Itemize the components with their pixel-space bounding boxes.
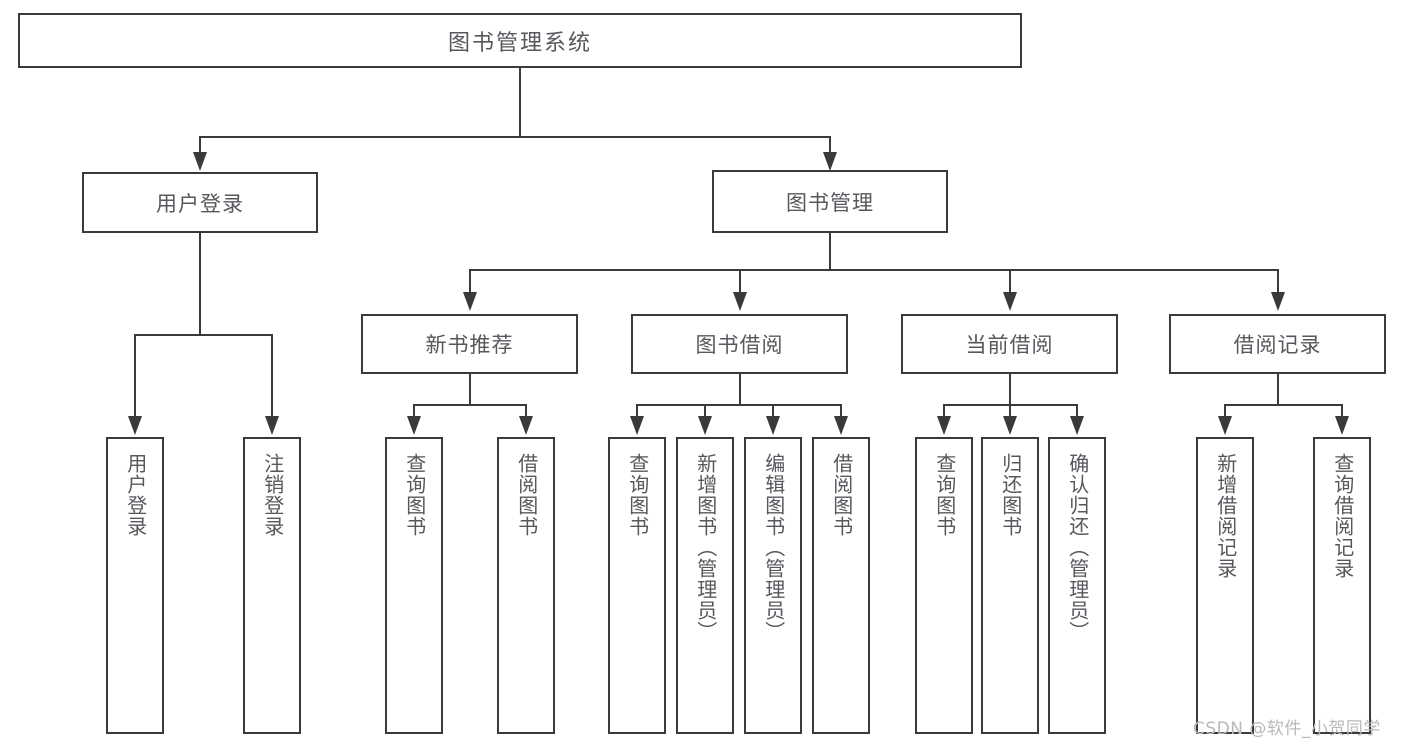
node-new-book-recommend[interactable]: 新书推荐 bbox=[361, 314, 578, 374]
connector-new-book-leaf1 bbox=[413, 404, 415, 420]
arrowhead-current-borrow bbox=[1003, 292, 1017, 311]
leaf-label: 查询图书 bbox=[402, 453, 427, 537]
node-book-manage[interactable]: 图书管理 bbox=[712, 170, 948, 233]
arrowhead-user-login bbox=[193, 152, 207, 171]
leaf-label: 查询借阅记录 bbox=[1330, 453, 1355, 579]
node-label: 用户登录 bbox=[156, 191, 244, 216]
connector-level2-bar bbox=[199, 136, 831, 138]
connector-new-book-bar bbox=[413, 404, 527, 406]
arrowhead-book-borrow bbox=[733, 292, 747, 311]
leaf-add-record[interactable]: 新增借阅记录 bbox=[1196, 437, 1254, 734]
leaf-label: 查询图书 bbox=[625, 453, 650, 537]
leaf-borrow-book-2[interactable]: 借阅图书 bbox=[812, 437, 870, 734]
connector-borrow-record-stem bbox=[1277, 374, 1279, 406]
arrowhead-leaf-query-book-1 bbox=[407, 416, 421, 435]
node-label: 图书管理 bbox=[786, 190, 874, 215]
connector-user-login-bar bbox=[134, 334, 272, 336]
node-label: 图书借阅 bbox=[695, 333, 784, 357]
connector-to-current-borrow bbox=[1009, 269, 1011, 297]
leaf-query-book-1[interactable]: 查询图书 bbox=[385, 437, 443, 734]
leaf-label: 新增借阅记录 bbox=[1213, 453, 1238, 579]
node-label: 图书管理系统 bbox=[447, 30, 592, 56]
leaf-label: 确认归还（管理员） bbox=[1065, 453, 1090, 642]
leaf-label: 编辑图书（管理员） bbox=[761, 453, 786, 642]
connector-current-borrow-stem bbox=[1009, 374, 1011, 406]
connector-book-borrow-bar bbox=[636, 404, 842, 406]
connector-level3-bar bbox=[469, 269, 1279, 271]
connector-borrow-record-bar bbox=[1224, 404, 1343, 406]
leaf-label: 用户登录 bbox=[123, 453, 148, 537]
node-current-borrow[interactable]: 当前借阅 bbox=[901, 314, 1118, 374]
connector-borrow-record-leaf1 bbox=[1224, 404, 1226, 420]
connector-current-borrow-leaf1 bbox=[943, 404, 945, 420]
node-label: 借阅记录 bbox=[1233, 333, 1322, 357]
arrowhead-leaf-edit-book bbox=[766, 416, 780, 435]
connector-to-book-borrow bbox=[739, 269, 741, 297]
connector-book-borrow-leaf4 bbox=[840, 404, 842, 420]
leaf-borrow-book-1[interactable]: 借阅图书 bbox=[497, 437, 555, 734]
arrowhead-leaf-borrow-book-1 bbox=[519, 416, 533, 435]
node-book-borrow[interactable]: 图书借阅 bbox=[631, 314, 848, 374]
node-borrow-record[interactable]: 借阅记录 bbox=[1169, 314, 1386, 374]
leaf-return-book[interactable]: 归还图书 bbox=[981, 437, 1039, 734]
leaf-query-book-2[interactable]: 查询图书 bbox=[608, 437, 666, 734]
arrowhead-new-book-recommend bbox=[463, 292, 477, 311]
leaf-edit-book[interactable]: 编辑图书（管理员） bbox=[744, 437, 802, 734]
connector-book-borrow-leaf3 bbox=[772, 404, 774, 420]
connector-borrow-record-leaf2 bbox=[1341, 404, 1343, 420]
connector-user-login-stem bbox=[199, 233, 201, 335]
connector-title-trunk bbox=[519, 68, 521, 137]
arrowhead-leaf-user-login bbox=[128, 416, 142, 435]
node-label: 新书推荐 bbox=[425, 333, 514, 357]
connector-current-borrow-leaf2 bbox=[1009, 404, 1011, 420]
connector-new-book-leaf2 bbox=[525, 404, 527, 420]
arrowhead-leaf-logout-login bbox=[265, 416, 279, 435]
arrowhead-borrow-record bbox=[1271, 292, 1285, 311]
node-system-title[interactable]: 图书管理系统 bbox=[18, 13, 1022, 68]
node-user-login[interactable]: 用户登录 bbox=[82, 172, 318, 233]
arrowhead-leaf-confirm-return bbox=[1070, 416, 1084, 435]
connector-book-borrow-leaf1 bbox=[636, 404, 638, 420]
connector-current-borrow-leaf3 bbox=[1076, 404, 1078, 420]
leaf-confirm-return[interactable]: 确认归还（管理员） bbox=[1048, 437, 1106, 734]
arrowhead-leaf-query-book-3 bbox=[937, 416, 951, 435]
arrowhead-leaf-query-record bbox=[1335, 416, 1349, 435]
watermark-text: CSDN @软件_小贺同学 bbox=[1193, 719, 1381, 739]
leaf-add-book[interactable]: 新增图书（管理员） bbox=[676, 437, 734, 734]
connector-book-manage-stem bbox=[829, 233, 831, 271]
arrowhead-leaf-return-book bbox=[1003, 416, 1017, 435]
arrowhead-leaf-add-book bbox=[698, 416, 712, 435]
leaf-query-record[interactable]: 查询借阅记录 bbox=[1313, 437, 1371, 734]
leaf-label: 借阅图书 bbox=[829, 453, 854, 537]
connector-user-login-leaf1 bbox=[134, 334, 136, 420]
connector-new-book-stem bbox=[469, 374, 471, 406]
leaf-query-book-3[interactable]: 查询图书 bbox=[915, 437, 973, 734]
leaf-label: 查询图书 bbox=[932, 453, 957, 537]
connector-user-login-leaf2 bbox=[271, 334, 273, 420]
connector-book-borrow-leaf2 bbox=[704, 404, 706, 420]
arrowhead-leaf-query-book-2 bbox=[630, 416, 644, 435]
leaf-label: 归还图书 bbox=[998, 453, 1023, 537]
leaf-user-login[interactable]: 用户登录 bbox=[106, 437, 164, 734]
connector-to-user-login bbox=[199, 136, 201, 158]
node-label: 当前借阅 bbox=[965, 333, 1054, 357]
connector-to-book-manage bbox=[829, 136, 831, 158]
connector-to-borrow-record bbox=[1277, 269, 1279, 297]
leaf-logout-login[interactable]: 注销登录 bbox=[243, 437, 301, 734]
arrowhead-leaf-add-record bbox=[1218, 416, 1232, 435]
connector-to-new-book-recommend bbox=[469, 269, 471, 297]
arrowhead-book-manage bbox=[823, 152, 837, 171]
leaf-label: 新增图书（管理员） bbox=[693, 453, 718, 642]
leaf-label: 借阅图书 bbox=[514, 453, 539, 537]
arrowhead-leaf-borrow-book-2 bbox=[834, 416, 848, 435]
connector-book-borrow-stem bbox=[739, 374, 741, 406]
leaf-label: 注销登录 bbox=[260, 453, 285, 537]
